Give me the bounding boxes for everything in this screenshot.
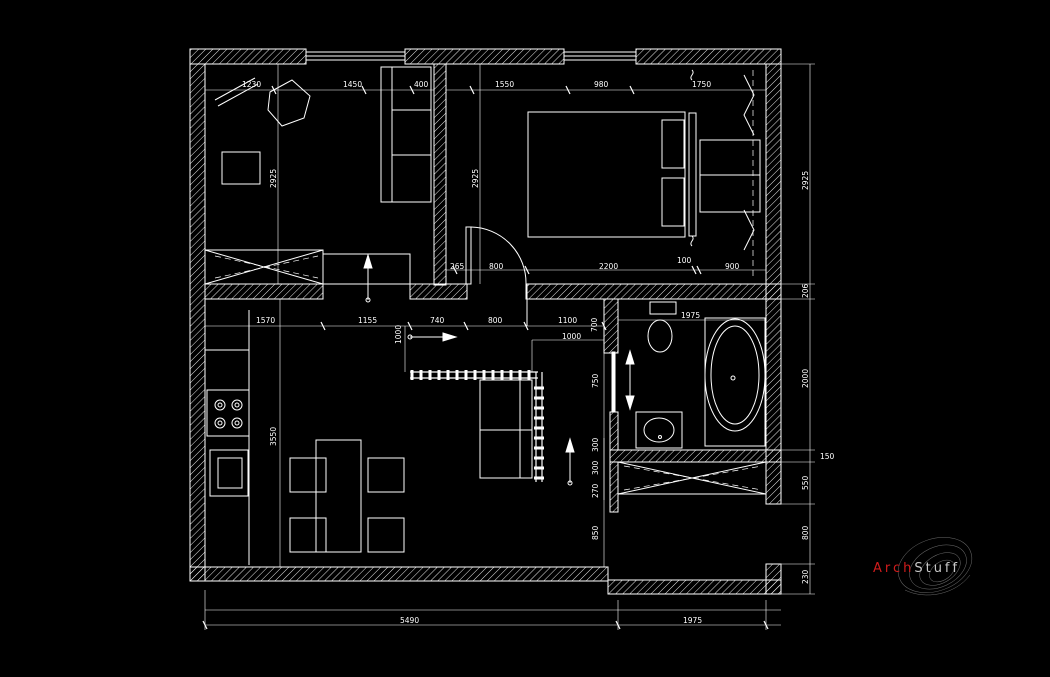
dim-label: 980 (594, 80, 609, 89)
arrow-down-icon (625, 395, 635, 411)
arrows (363, 253, 635, 486)
curtain-icon (743, 74, 755, 251)
dim-label: 230 (801, 569, 810, 584)
dim-label: 3550 (269, 427, 278, 446)
wall-right-top (765, 63, 782, 300)
wall-right-mid (765, 298, 782, 505)
wall-lower-left (609, 461, 619, 513)
dim-label: 750 (591, 373, 600, 388)
dimension-lines (204, 63, 815, 630)
plant-icon (690, 69, 694, 81)
windows (306, 51, 636, 61)
chair-icon (367, 517, 405, 553)
dim-label: 100 (677, 256, 692, 265)
walls (189, 48, 782, 595)
chair-icon (289, 517, 327, 553)
dim-label: 800 (489, 262, 504, 271)
wall-top-2 (404, 48, 565, 65)
wall-bath-left-a (603, 298, 619, 354)
washbasin-icon (643, 417, 675, 443)
wall-mid-3 (525, 283, 782, 300)
dim-label: 2200 (599, 262, 618, 271)
dim-label: 300 (591, 437, 600, 452)
bed-icon (527, 111, 686, 238)
dim-label: 550 (801, 475, 810, 490)
dim-label: 800 (801, 525, 810, 540)
pillow-icon (661, 177, 685, 227)
sofa-2-icon (479, 379, 533, 479)
wall-mid-2 (409, 283, 468, 300)
dim-label: 270 (591, 483, 600, 498)
arrow-right-icon (442, 332, 458, 342)
dim-label: 1450 (343, 80, 362, 89)
toilet-tank-icon (649, 301, 677, 315)
dim-label: 1230 (242, 80, 261, 89)
basin-counter-icon (635, 411, 683, 449)
dim-label: 2925 (801, 171, 810, 190)
dim-label: 1750 (692, 80, 711, 89)
dim-label: 2925 (269, 169, 278, 188)
dashed-lines (214, 70, 763, 491)
arrow-up-icon (363, 253, 373, 269)
dimension-ticks (202, 85, 769, 630)
armchair-icon (221, 151, 261, 185)
dim-label: 2000 (801, 369, 810, 388)
dim-label: 265 (450, 262, 465, 271)
dim-label: 1550 (495, 80, 514, 89)
swirl-icon (897, 537, 973, 596)
wall-bath-bottom (609, 449, 782, 463)
wall-left (189, 63, 206, 582)
dim-label: 300 (591, 460, 600, 475)
bathtub-frame (704, 317, 766, 447)
sink-icon (209, 449, 249, 497)
dim-label: 800 (488, 316, 503, 325)
pillow-icon (661, 119, 685, 169)
dim-label: 740 (430, 316, 445, 325)
door-leaf-icon (465, 226, 472, 285)
door-swing-icon (470, 226, 527, 285)
dim-label: 1000 (562, 332, 581, 341)
wall-bottom-2 (607, 579, 782, 595)
sofa-icon (380, 66, 432, 203)
furniture (204, 66, 767, 565)
wall-bath-left-b (609, 411, 619, 451)
bath-door-icon (611, 351, 616, 413)
dim-label: 150 (820, 452, 835, 461)
wall-top-3 (635, 48, 782, 65)
dim-label: 1100 (558, 316, 577, 325)
wall-top-1 (189, 48, 307, 65)
dim-label: 1975 (681, 311, 700, 320)
watermark-text: ArchStuff (873, 561, 960, 576)
dim-label: 1975 (683, 616, 702, 625)
dim-label: 900 (725, 262, 740, 271)
watermark-logo: ArchStuff (873, 537, 973, 596)
dim-label: 1000 (394, 325, 403, 344)
chair-icon (289, 457, 327, 493)
dining-table-icon (315, 439, 362, 553)
dim-label: 1570 (256, 316, 275, 325)
dim-label: 1155 (358, 316, 377, 325)
chair-icon (367, 457, 405, 493)
closet-icon (699, 139, 761, 213)
wardrobe-2-icon (617, 461, 767, 495)
dim-label: 400 (414, 80, 429, 89)
dim-label: 5490 (400, 616, 419, 625)
dim-label: 2925 (471, 169, 480, 188)
dim-label: 700 (590, 317, 599, 332)
dim-label: 206 (801, 283, 810, 298)
plant-icon (690, 235, 694, 247)
dim-label: 850 (591, 525, 600, 540)
desk-icon (214, 77, 259, 107)
wall-mid-1 (204, 283, 324, 300)
staircase (410, 370, 544, 482)
wall-partition-1 (433, 63, 447, 286)
stair-landing-icon (322, 253, 411, 285)
dimension-labels: 1230 1450 400 1550 980 1750 2925 2925 29… (242, 80, 835, 625)
arrow-up-icon (565, 437, 575, 453)
wall-bottom-1 (189, 566, 609, 582)
arrow-up-icon (625, 349, 635, 365)
office-chair-icon (267, 79, 311, 127)
